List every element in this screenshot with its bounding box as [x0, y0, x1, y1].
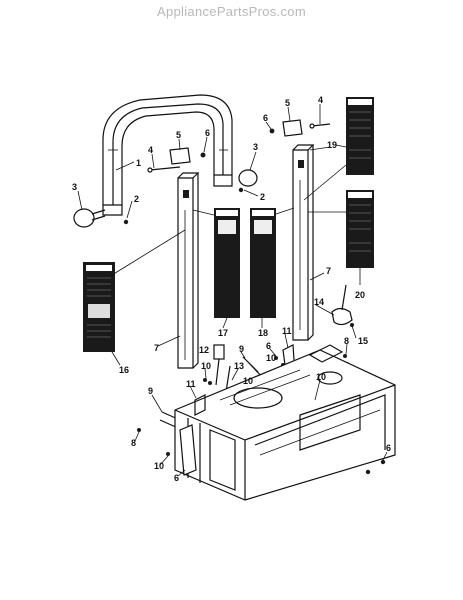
upper-hardware-right — [269, 119, 331, 137]
callout-c6d: 6 — [174, 473, 179, 483]
callout-c20: 20 — [355, 290, 365, 300]
roll-bar-hoop — [102, 94, 233, 216]
decal-18 — [250, 207, 295, 328]
leader-lines — [77, 104, 388, 477]
callout-c19: 19 — [327, 140, 337, 150]
callout-c5a: 5 — [176, 130, 181, 140]
callout-c4a: 4 — [148, 145, 153, 155]
mower-frame — [174, 344, 396, 501]
callout-c12: 12 — [199, 345, 209, 355]
callout-c15: 15 — [358, 336, 368, 346]
right-upright-tube — [292, 144, 315, 341]
seat-latch-14 — [331, 284, 354, 327]
decal-17 — [192, 208, 240, 329]
callout-c3a: 3 — [72, 182, 77, 192]
decal-16 — [83, 229, 186, 366]
callout-c10d: 10 — [316, 372, 326, 382]
decal-20 — [308, 190, 374, 285]
callout-c2a: 2 — [134, 194, 139, 204]
decal-19 — [303, 97, 374, 201]
callout-c11b: 11 — [186, 379, 196, 389]
callout-c8a: 8 — [344, 336, 349, 346]
callout-c6e: 6 — [386, 443, 391, 453]
callout-c6b: 6 — [263, 113, 268, 123]
callout-c10e: 10 — [154, 461, 164, 471]
callout-c6a: 6 — [205, 128, 210, 138]
callout-c9a: 9 — [239, 344, 244, 354]
callout-c11a: 11 — [282, 326, 292, 336]
callout-c10c: 10 — [243, 376, 253, 386]
callout-c10b: 10 — [266, 353, 276, 363]
left-upright-tube — [177, 172, 200, 369]
callout-c4b: 4 — [318, 95, 323, 105]
callout-c16: 16 — [119, 365, 129, 375]
callout-c13: 13 — [234, 361, 244, 371]
upper-hardware-left — [73, 147, 258, 228]
callout-c17: 17 — [218, 328, 228, 338]
watermark: AppliancePartsPros.com — [157, 4, 306, 19]
callout-c3b: 3 — [253, 142, 258, 152]
callout-c8b: 8 — [131, 438, 136, 448]
callout-c18: 18 — [258, 328, 268, 338]
callout-c7b: 7 — [326, 266, 331, 276]
callout-c1: 1 — [136, 158, 141, 168]
callout-c10a: 10 — [201, 361, 211, 371]
callout-c9b: 9 — [148, 386, 153, 396]
callout-c14: 14 — [314, 297, 324, 307]
callout-c2b: 2 — [260, 192, 265, 202]
lever-12 — [213, 344, 231, 393]
callout-c5b: 5 — [285, 98, 290, 108]
callout-c7a: 7 — [154, 343, 159, 353]
callout-c6c: 6 — [266, 341, 271, 351]
